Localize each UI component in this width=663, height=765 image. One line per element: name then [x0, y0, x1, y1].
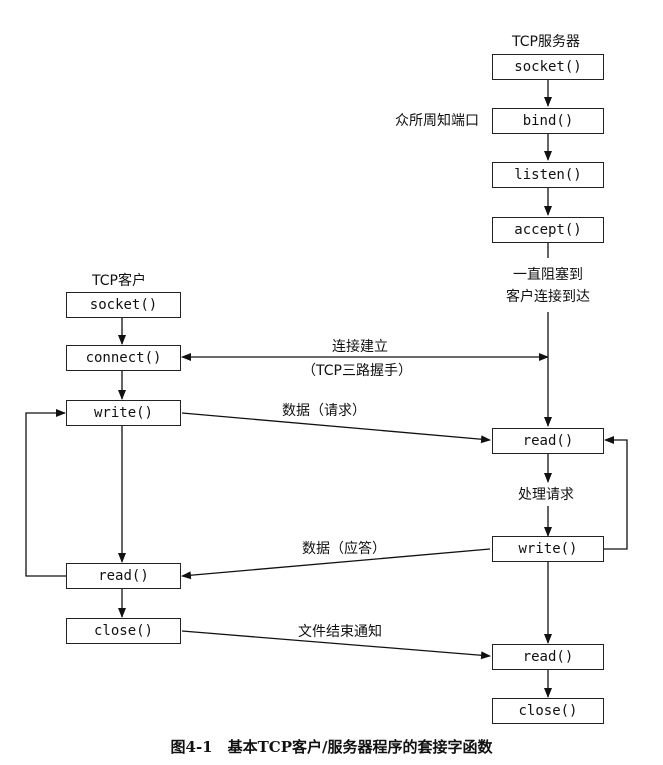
- server-process-note: 处理请求: [518, 487, 574, 503]
- client-title: TCP客户: [92, 273, 146, 289]
- server-bind-box: bind(): [492, 108, 604, 134]
- server-block-note-2: 客户连接到达: [506, 289, 590, 305]
- client-connect-box: connect(): [66, 345, 181, 371]
- server-read-box: read(): [492, 428, 604, 454]
- request-label: 数据（请求）: [282, 403, 366, 419]
- arrow-request: [181, 412, 491, 444]
- server-block-note-1: 一直阻塞到: [513, 267, 583, 283]
- client-loop-arrow: [25, 409, 66, 577]
- handshake-label-1: 连接建立: [332, 339, 388, 355]
- client-close-box: close(): [66, 618, 181, 644]
- client-socket-box: socket(): [66, 292, 181, 318]
- server-read2-box: read(): [492, 644, 604, 670]
- figure-caption: 图4-1 基本TCP客户/服务器程序的套接字函数: [170, 738, 493, 756]
- eof-label: 文件结束通知: [298, 624, 382, 640]
- server-socket-box: socket(): [492, 54, 604, 80]
- server-title: TCP服务器: [512, 34, 580, 50]
- arrow-reply: [181, 548, 491, 580]
- server-loop-arrow: [604, 436, 628, 550]
- server-close-box: close(): [492, 698, 604, 724]
- server-accept-box: accept(): [492, 217, 604, 243]
- server-listen-box: listen(): [492, 162, 604, 188]
- server-bind-note: 众所周知端口: [395, 113, 479, 129]
- reply-label: 数据（应答）: [302, 541, 386, 557]
- arrow-eof: [181, 630, 491, 660]
- server-write-box: write(): [492, 536, 604, 562]
- handshake-label-2: （TCP三路握手）: [302, 363, 412, 379]
- client-write-box: write(): [66, 400, 181, 426]
- client-read-box: read(): [66, 563, 181, 589]
